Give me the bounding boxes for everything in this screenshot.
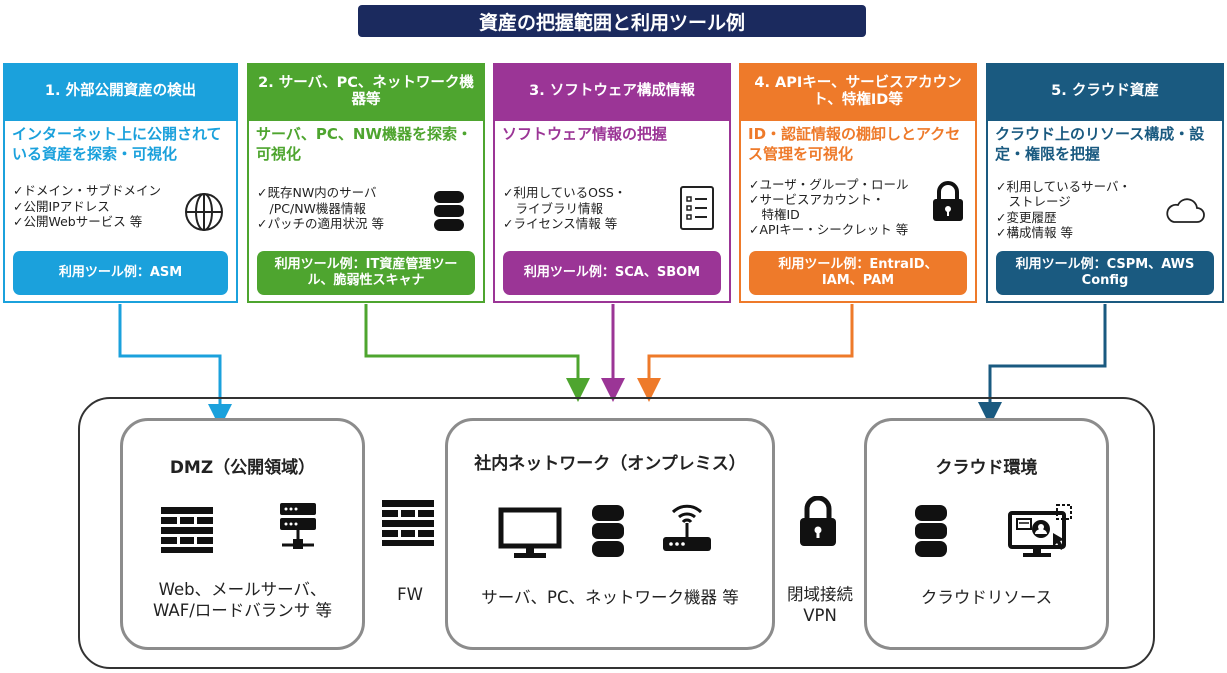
monitor-icon xyxy=(498,507,562,558)
card-item-list: ✓ユーザ・グループ・ロール ✓サービスアカウント・ 特権ID ✓APIキー・シー… xyxy=(749,177,908,237)
card-header: 3. ソフトウェア構成情報 xyxy=(493,63,731,121)
card-subtitle: サーバ、PC、NW機器を探索・可視化 xyxy=(256,125,472,163)
card-item-list: ✓ドメイン・サブドメイン ✓公開IPアドレス ✓公開Webサービス 等 xyxy=(13,183,161,230)
zone-description-line: Web、メールサーバ、 xyxy=(158,580,327,599)
lock-icon xyxy=(933,181,963,221)
card-item: ✓構成情報 等 xyxy=(996,224,1073,240)
card-item: ✓ライセンス情報 等 xyxy=(503,216,618,232)
card-header: 4. APIキー、サービスアカウント、特権ID等 xyxy=(739,63,977,121)
card-item-list: ✓利用しているサーバ・ ストレージ ✓変更履歴 ✓構成情報 等 xyxy=(996,179,1131,240)
tool-example-badge: 利用ツール例：CSPM、AWS Config xyxy=(996,251,1214,295)
fw-label: FW xyxy=(397,585,423,604)
arrow-card4-to-onprem xyxy=(637,304,854,402)
list-document-icon xyxy=(680,186,714,230)
card-header: 5. クラウド資産 xyxy=(986,63,1224,121)
arrow-card2-to-onprem xyxy=(364,304,590,402)
page-title: 資産の把握範囲と利用ツール例 xyxy=(358,5,866,37)
zone-dmz: DMZ（公開領域） Web、メールサーバ、 WAF/ロードバランサ 等 xyxy=(120,418,365,650)
card-item: ✓APIキー・シークレット 等 xyxy=(749,222,909,237)
card-item-list: ✓既存NW内のサーバ /PC/NW機器情報 ✓パッチの適用状況 等 xyxy=(257,185,384,232)
card-item: ✓公開IPアドレス xyxy=(13,198,110,214)
zone-description: クラウドリソース xyxy=(920,588,1053,607)
card-external-assets: 1. 外部公開資産の検出 インターネット上に公開されている資産を探索・可視化 ✓… xyxy=(3,63,238,303)
wifi-router-icon xyxy=(663,504,711,551)
card-item: ✓ドメイン・サブドメイン xyxy=(13,183,161,198)
card-credentials-ids: 4. APIキー、サービスアカウント、特権ID等 ID・認証情報の棚卸しとアクセ… xyxy=(739,63,977,303)
arrow-card1-to-dmz xyxy=(118,304,232,428)
card-header: 2. サーバ、PC、ネットワーク機器等 xyxy=(247,63,485,121)
card-subtitle: ID・認証情報の棚卸しとアクセス管理を可視化 xyxy=(748,125,961,163)
tool-example-badge: 利用ツール例：EntraID、IAM、PAM xyxy=(749,251,967,295)
card-item: ✓サービスアカウント・ xyxy=(749,192,885,207)
vpn-label: 閉域接続 VPN xyxy=(780,584,860,627)
tool-example-badge: 利用ツール例：ASM xyxy=(13,251,228,295)
globe-icon xyxy=(185,193,223,231)
zone-title: 社内ネットワーク（オンプレミス） xyxy=(474,454,746,474)
zone-description: サーバ、PC、ネットワーク機器 等 xyxy=(481,588,739,607)
card-item: 特権ID xyxy=(749,207,800,222)
zone-cloud: クラウド環境 クラウドリソース xyxy=(864,418,1109,650)
firewall-icon xyxy=(382,500,434,546)
vpn-label-line: VPN xyxy=(803,606,837,626)
zone-description-line: WAF/ロードバランサ 等 xyxy=(153,601,332,621)
cloud-icon xyxy=(1166,198,1205,223)
card-header: 1. 外部公開資産の検出 xyxy=(3,63,238,121)
card-item: ✓利用しているサーバ・ xyxy=(996,179,1131,194)
card-cloud-assets: 5. クラウド資産 クラウド上のリソース構成・設定・権限を把握 ✓利用しているサ… xyxy=(986,63,1224,303)
card-item: ✓パッチの適用状況 等 xyxy=(257,216,384,232)
zone-onprem: 社内ネットワーク（オンプレミス） サーバ、PC、ネットワーク機器 等 xyxy=(445,418,775,650)
card-item-list: ✓利用しているOSS・ ライブラリ情報 ✓ライセンス情報 等 xyxy=(503,185,626,232)
database-icon xyxy=(915,505,947,557)
card-subtitle: ソフトウェア情報の把握 xyxy=(502,125,668,143)
server-rack-icon xyxy=(280,503,316,549)
card-item: ✓利用しているOSS・ xyxy=(503,185,627,200)
card-item: /PC/NW機器情報 xyxy=(257,200,366,216)
card-software-composition: 3. ソフトウェア構成情報 ソフトウェア情報の把握 ✓利用しているOSS・ ライ… xyxy=(493,63,731,303)
database-icon xyxy=(434,191,464,231)
environment-container xyxy=(78,397,1155,669)
database-icon xyxy=(592,505,624,557)
zone-title: DMZ（公開領域） xyxy=(169,458,316,478)
tool-example-badge: 利用ツール例：IT資産管理ツール、脆弱性スキャナ xyxy=(257,251,475,295)
card-servers-devices: 2. サーバ、PC、ネットワーク機器等 サーバ、PC、NW機器を探索・可視化 ✓… xyxy=(247,63,485,303)
card-subtitle: クラウド上のリソース構成・設定・権限を把握 xyxy=(995,125,1205,163)
card-item: ✓変更履歴 xyxy=(996,209,1057,225)
zone-title: クラウド環境 xyxy=(935,458,1038,478)
card-item: ✓ユーザ・グループ・ロール xyxy=(749,177,909,192)
cloud-console-icon xyxy=(1008,504,1072,557)
card-item: ライブラリ情報 xyxy=(503,200,604,216)
zone-description: Web、メールサーバ、 WAF/ロードバランサ 等 xyxy=(123,579,362,622)
card-item: ストレージ xyxy=(996,194,1071,210)
card-item: ✓既存NW内のサーバ xyxy=(257,185,377,200)
vpn-label-line: 閉域接続 xyxy=(787,585,853,604)
tool-example-badge: 利用ツール例：SCA、SBOM xyxy=(503,251,721,295)
arrow-card5-to-cloud xyxy=(978,304,1107,426)
firewall-icon xyxy=(161,507,213,553)
lock-icon xyxy=(800,496,836,546)
card-subtitle: インターネット上に公開されている資産を探索・可視化 xyxy=(12,125,222,163)
card-item: ✓公開Webサービス 等 xyxy=(13,214,143,230)
